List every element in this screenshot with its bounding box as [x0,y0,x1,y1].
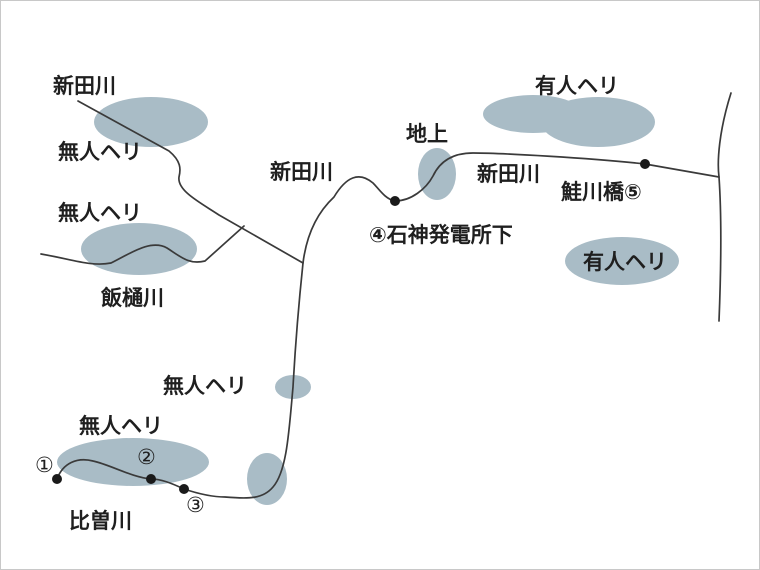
river-shinden-main [56,152,720,499]
zone-ground [418,148,456,200]
label-manned-heli-1: 有人ヘリ [535,74,619,98]
river-ihi [40,225,245,265]
point-4-marker [390,196,400,206]
label-unmanned-heli-4: 無人ヘリ [79,414,163,438]
label-unmanned-heli-3: 無人ヘリ [163,374,247,398]
label-point-4: ④石神発電所下 [369,223,513,247]
zone-manned-heli-right [565,237,679,285]
point-5-marker [640,159,650,169]
label-manned-heli-2: 有人ヘリ [583,250,667,274]
point-1-marker [52,474,62,484]
label-unmanned-heli-2: 無人ヘリ [58,201,142,225]
river-shinden-upper [77,100,304,264]
zone-unmanned-heli-hiso [57,438,209,486]
zone-unmanned-heli-bend [247,453,287,505]
label-river-hiso: 比曽川 [69,509,132,533]
zone-manned-heli-top-b [541,97,655,147]
label-point-3: ③ [186,493,205,517]
label-river-shinden-upper: 新田川 [53,74,116,98]
label-unmanned-heli-1: 無人ヘリ [58,140,142,164]
zone-unmanned-heli-upper-left [94,97,208,147]
river-east-boundary [717,92,732,322]
label-river-ihi: 飯樋川 [100,286,164,310]
label-river-shinden-middle: 新田川 [270,160,333,184]
label-point-5: 鮭川橋⑤ [561,180,642,204]
point-3-marker [179,484,189,494]
label-ground: 地上 [406,122,448,146]
label-point-1: ① [35,453,54,477]
label-point-2: ② [137,445,156,469]
label-river-shinden-right: 新田川 [477,162,540,186]
point-2-marker [146,474,156,484]
